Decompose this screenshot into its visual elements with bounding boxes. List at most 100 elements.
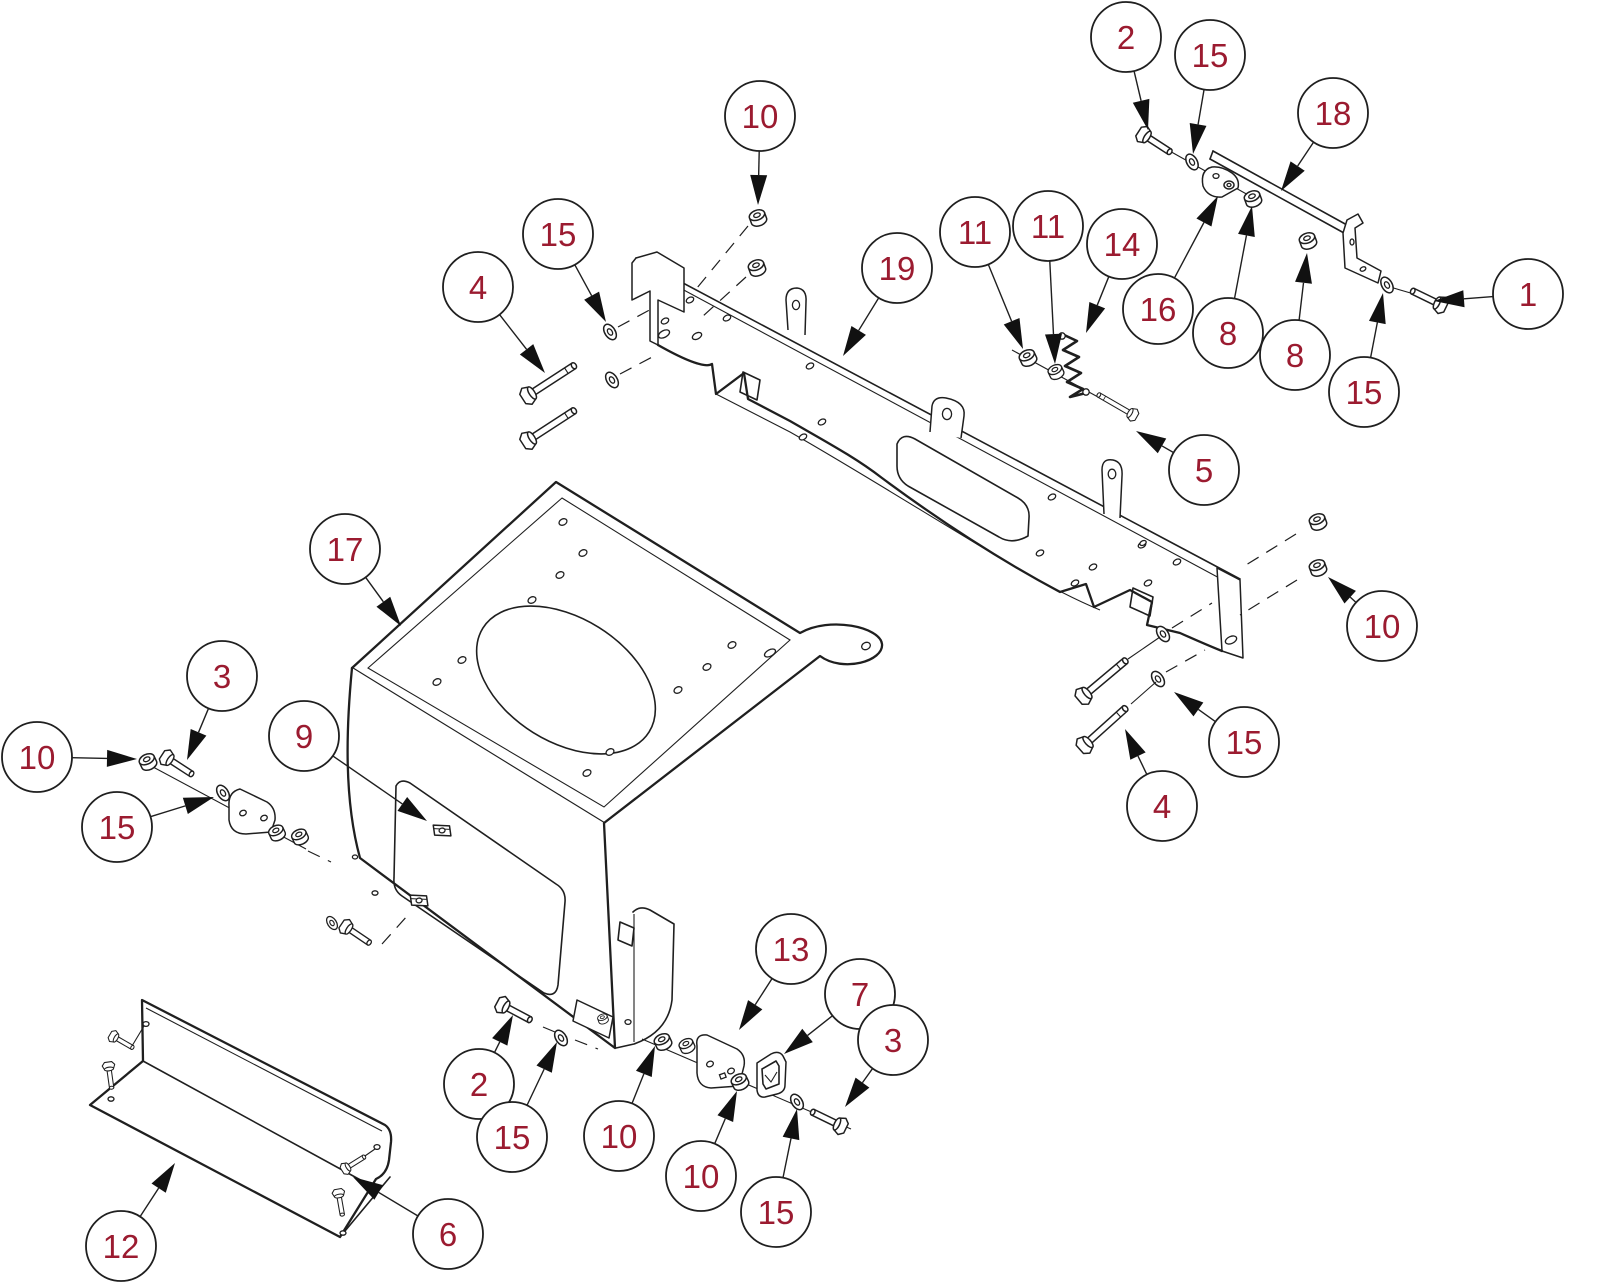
callout-number: 15 bbox=[1346, 374, 1383, 411]
callout-12-deflector-plate: 12 bbox=[85, 1163, 175, 1282]
callout-10-hex-nut: 10 bbox=[1328, 577, 1418, 662]
clip-nut-9-icon bbox=[409, 892, 429, 909]
washer-icon bbox=[323, 913, 341, 933]
nut-10-icon bbox=[746, 257, 768, 279]
anchor-plate bbox=[228, 788, 276, 835]
bolt-4-icon bbox=[516, 355, 582, 408]
callout-number: 18 bbox=[1315, 95, 1352, 132]
callout-15-washer: 15 bbox=[1174, 19, 1246, 154]
part-12-deflector-plate bbox=[88, 998, 393, 1239]
callout-number: 1 bbox=[1519, 276, 1537, 313]
callout-arrow-icon bbox=[151, 1163, 175, 1193]
callout-15-washer: 15 bbox=[522, 198, 606, 322]
callout-number: 4 bbox=[469, 269, 487, 306]
bolt-icon bbox=[336, 916, 376, 952]
callout-number: 10 bbox=[601, 1118, 638, 1155]
callout-15-washer: 15 bbox=[81, 791, 214, 863]
callout-17-seat-plate: 17 bbox=[309, 513, 401, 626]
callout-number: 2 bbox=[470, 1066, 488, 1103]
callout-13-pivot-plate: 13 bbox=[739, 913, 827, 1030]
callout-arrow-icon bbox=[1132, 98, 1150, 130]
callout-arrow-icon bbox=[1125, 729, 1146, 760]
callout-1-bolt: 1 bbox=[1434, 258, 1564, 330]
part-19-upper-frame bbox=[631, 251, 1244, 659]
callout-number: 10 bbox=[1364, 608, 1401, 645]
callout-arrow-icon bbox=[739, 1000, 763, 1030]
bolt-2-icon bbox=[492, 993, 537, 1030]
callout-10-hex-nut: 10 bbox=[1, 721, 137, 793]
callout-number: 5 bbox=[1195, 452, 1213, 489]
callout-arrow-icon bbox=[1196, 196, 1218, 227]
callout-4-long-bolt: 4 bbox=[442, 251, 545, 373]
callout-number: 16 bbox=[1140, 291, 1177, 328]
callout-8-hex-nut: 8 bbox=[1259, 253, 1331, 391]
left-bolts-washers bbox=[516, 306, 657, 453]
callout-number: 19 bbox=[879, 250, 916, 287]
callout-number: 9 bbox=[295, 718, 313, 755]
washer-15-icon bbox=[600, 321, 620, 343]
callout-15-washer: 15 bbox=[740, 1109, 812, 1248]
callout-arrow-icon bbox=[782, 1109, 800, 1141]
nut-icon bbox=[289, 826, 311, 848]
callout-number: 15 bbox=[99, 809, 136, 846]
callout-number: 10 bbox=[19, 739, 56, 776]
callout-arrow-icon bbox=[1328, 577, 1356, 604]
washer-15-icon bbox=[1377, 274, 1397, 296]
nut-10-icon bbox=[676, 1035, 698, 1057]
callout-arrow-icon bbox=[1086, 302, 1106, 333]
callout-number: 11 bbox=[1031, 208, 1065, 245]
nut-8-icon bbox=[1242, 188, 1264, 210]
callout-arrow-icon bbox=[492, 1015, 513, 1046]
callout-arrow-icon bbox=[1189, 122, 1207, 154]
part-16-latch-bracket bbox=[1201, 166, 1240, 198]
clip-nut-9-icon bbox=[432, 822, 452, 839]
part-13-pivot-plate bbox=[695, 1034, 746, 1089]
callout-number: 15 bbox=[1192, 37, 1229, 74]
callout-4-long-bolt: 4 bbox=[1125, 729, 1198, 842]
callout-number: 11 bbox=[958, 214, 992, 251]
bolt-4-icon bbox=[1071, 651, 1134, 709]
callout-number: 8 bbox=[1286, 337, 1304, 374]
callout-16-latch-bracket: 16 bbox=[1122, 196, 1218, 345]
callout-number: 8 bbox=[1219, 315, 1237, 352]
nut-11-icon bbox=[1045, 361, 1067, 383]
bolt-4-icon bbox=[516, 400, 582, 453]
callout-number: 7 bbox=[851, 976, 869, 1013]
callout-arrow-icon bbox=[353, 1177, 384, 1200]
callout-3-bolt: 3 bbox=[186, 640, 258, 760]
callout-arrow-icon bbox=[1174, 692, 1204, 717]
right-fastener-cluster bbox=[1071, 511, 1329, 758]
callout-number: 2 bbox=[1117, 19, 1135, 56]
callout-number: 12 bbox=[103, 1228, 140, 1265]
part-7-bushing bbox=[756, 1051, 787, 1098]
callout-11-flange-nut: 11 bbox=[1012, 190, 1084, 364]
callout-number: 13 bbox=[773, 931, 810, 968]
callout-arrow-icon bbox=[1281, 161, 1305, 191]
callout-8-hex-nut: 8 bbox=[1192, 206, 1264, 369]
part-17-seat-plate bbox=[323, 480, 884, 1050]
bolt-5-icon bbox=[1093, 387, 1141, 424]
callout-number: 15 bbox=[758, 1194, 795, 1231]
bottom-fastener-cluster bbox=[492, 993, 852, 1138]
callout-arrow-icon bbox=[376, 596, 401, 626]
callout-arrow-icon bbox=[519, 344, 545, 373]
callout-2-bolt: 2 bbox=[1090, 1, 1162, 130]
callout-10-hex-nut: 10 bbox=[665, 1091, 737, 1212]
callout-arrow-icon bbox=[784, 1028, 813, 1054]
callout-arrow-icon bbox=[843, 325, 866, 356]
callout-15-washer: 15 bbox=[1328, 293, 1400, 428]
nut-10-icon bbox=[1307, 557, 1329, 579]
nut-10-icon bbox=[651, 1030, 675, 1054]
callout-number: 17 bbox=[327, 531, 364, 568]
spring-link-cluster bbox=[1011, 332, 1141, 424]
callout-arrow-icon bbox=[187, 729, 207, 760]
washer-15-icon bbox=[602, 369, 622, 391]
callout-19-upper-frame: 19 bbox=[843, 232, 933, 356]
nut-10-icon bbox=[747, 207, 769, 229]
bolt-6-icon bbox=[106, 1028, 138, 1055]
bolt-3-icon bbox=[806, 1102, 851, 1138]
nut-10-icon bbox=[1307, 511, 1329, 533]
callout-number: 15 bbox=[1226, 724, 1263, 761]
